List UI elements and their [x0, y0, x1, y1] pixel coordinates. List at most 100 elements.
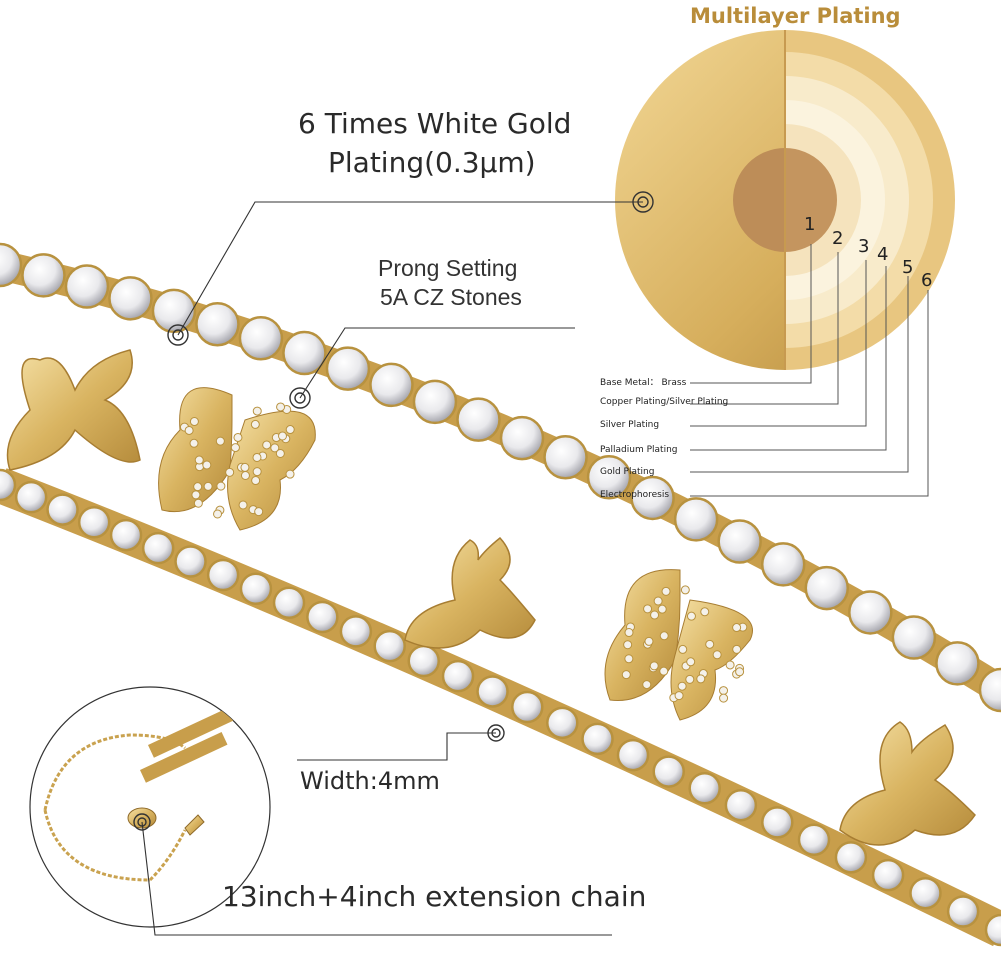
- pave-stone: [687, 658, 695, 666]
- cz-stone: [370, 364, 412, 406]
- layer-number: 6: [921, 270, 932, 291]
- pave-stone: [241, 463, 249, 471]
- pave-stone: [726, 661, 734, 669]
- pave-stone: [252, 477, 260, 485]
- pave-stone: [194, 483, 202, 491]
- cz-stone: [208, 560, 238, 590]
- plating-callout-line1: 6 Times White Gold: [298, 107, 571, 140]
- pave-stone: [231, 444, 239, 452]
- cz-stone: [690, 773, 720, 803]
- pave-stone: [701, 608, 709, 616]
- layer-number: 1: [804, 214, 815, 235]
- cz-stone: [22, 254, 64, 296]
- cz-stone: [618, 740, 648, 770]
- pave-stone: [190, 439, 198, 447]
- plating-title: Multilayer Plating: [690, 4, 901, 28]
- cz-stone: [109, 277, 151, 319]
- pave-stone: [643, 681, 651, 689]
- cz-stone: [409, 646, 439, 676]
- pave-stone: [678, 682, 686, 690]
- pave-stone: [645, 637, 653, 645]
- pave-stone: [736, 668, 744, 676]
- width-callout: Width:4mm: [300, 767, 440, 795]
- cz-stone: [501, 417, 543, 459]
- pave-stone: [624, 641, 632, 649]
- pave-stone: [697, 675, 705, 683]
- pave-stone: [658, 605, 666, 613]
- pave-stone: [687, 612, 695, 620]
- cz-stone: [547, 708, 577, 738]
- cz-stone: [48, 495, 78, 525]
- cz-stone: [274, 588, 304, 618]
- pave-stone: [733, 624, 741, 632]
- butterfly-icon: [605, 570, 753, 720]
- butterfly-icon: [8, 350, 141, 470]
- pave-stone: [713, 651, 721, 659]
- cz-stone: [675, 498, 717, 540]
- pave-stone: [234, 433, 242, 441]
- cz-stone: [654, 757, 684, 787]
- pave-stone: [195, 456, 203, 464]
- cz-stone: [143, 533, 173, 563]
- prong-callout-line1: Prong Setting: [378, 254, 517, 283]
- pave-stone: [720, 687, 728, 695]
- layer-label: Gold Plating: [600, 467, 654, 477]
- pave-stone: [255, 508, 263, 516]
- pave-stone: [651, 611, 659, 619]
- pave-stone: [625, 629, 633, 637]
- cz-stone: [545, 436, 587, 478]
- pave-stone: [216, 437, 224, 445]
- pave-stone: [679, 645, 687, 653]
- cz-stone: [327, 348, 369, 390]
- pave-stone: [662, 587, 670, 595]
- layer-label: Silver Plating: [600, 420, 659, 430]
- layer-number: 4: [877, 244, 888, 265]
- cz-stone: [240, 317, 282, 359]
- pave-stone: [276, 449, 284, 457]
- cz-stone: [893, 617, 935, 659]
- cz-stone: [762, 543, 804, 585]
- pave-stone: [217, 482, 225, 490]
- pave-stone: [286, 470, 294, 478]
- butterfly-icon: [840, 722, 975, 845]
- layer-label: Electrophoresis: [600, 490, 669, 500]
- pave-stone: [204, 482, 212, 490]
- plating-callout-line2: Plating(0.3μm): [328, 146, 536, 179]
- cz-stone: [849, 591, 891, 633]
- cz-stone: [719, 521, 761, 563]
- cz-stone: [66, 265, 108, 307]
- layer-number: 2: [832, 228, 843, 249]
- cz-stone: [79, 507, 109, 537]
- pave-stone: [286, 426, 294, 434]
- cz-stone: [196, 303, 238, 345]
- pave-stone: [239, 501, 247, 509]
- pave-stone: [650, 662, 658, 670]
- pave-stone: [241, 472, 249, 480]
- cz-stone: [478, 676, 508, 706]
- pave-stone: [194, 499, 202, 507]
- pave-stone: [681, 586, 689, 594]
- pave-stone: [253, 453, 261, 461]
- cz-stone: [307, 602, 337, 632]
- pave-stone: [720, 694, 728, 702]
- cz-stone: [111, 520, 141, 550]
- cz-stone: [583, 724, 613, 754]
- pave-stone: [654, 597, 662, 605]
- layer-label: Copper Plating/Silver Plating: [600, 397, 728, 407]
- cz-stone: [948, 896, 978, 926]
- cz-stone: [873, 860, 903, 890]
- pave-stone: [706, 640, 714, 648]
- pave-stone: [733, 645, 741, 653]
- cz-stone: [16, 482, 46, 512]
- pave-stone: [660, 667, 668, 675]
- cz-stone: [457, 399, 499, 441]
- pave-stone: [253, 468, 261, 476]
- pave-stone: [675, 692, 683, 700]
- cz-stone: [726, 790, 756, 820]
- pave-stone: [644, 605, 652, 613]
- pave-stone: [625, 655, 633, 663]
- prong-callout-line2: 5A CZ Stones: [380, 283, 522, 312]
- pave-stone: [278, 432, 286, 440]
- cz-stone: [936, 642, 978, 684]
- length-callout: 13inch+4inch extension chain: [222, 880, 646, 913]
